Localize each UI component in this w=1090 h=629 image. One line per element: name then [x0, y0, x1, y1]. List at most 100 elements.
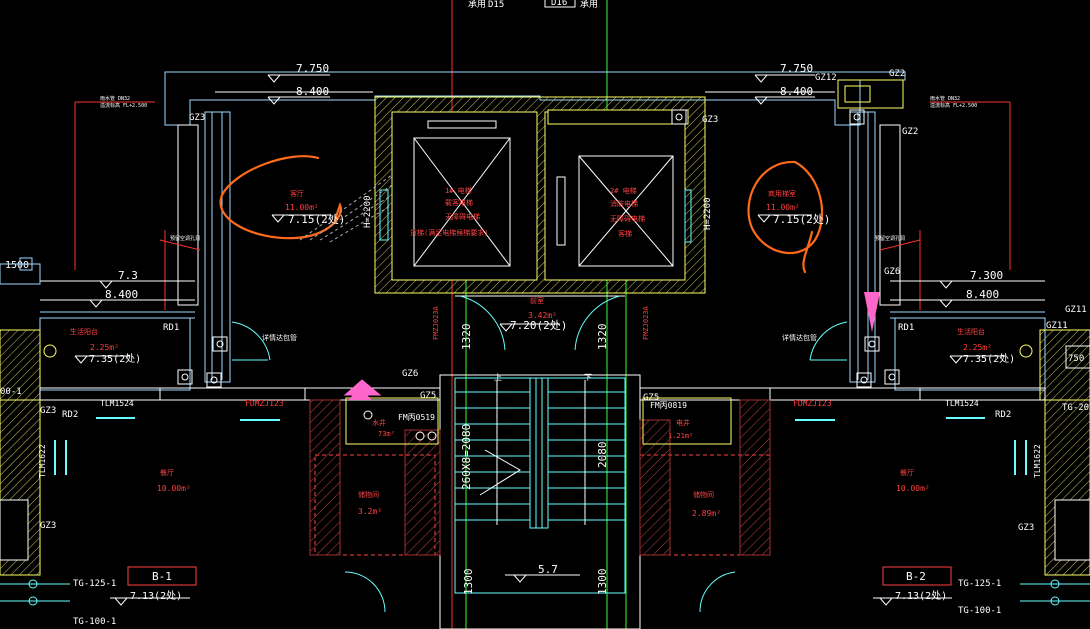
- elevation-top-left-1-text: 7.750: [296, 62, 329, 75]
- b1-tag: B-1 7.13(2处): [110, 566, 197, 606]
- gz6-right-label: GZ6: [884, 267, 900, 277]
- top-label-d16: D16: [551, 0, 567, 8]
- orange-markup-left: [219, 155, 343, 240]
- right-balcony: 生活阳台 2.25m² 7.35(2处) 750: [894, 317, 1090, 401]
- lower-walls: [39, 387, 1046, 401]
- door-arcs: [231, 321, 848, 361]
- stair-down-label: 下: [584, 373, 592, 382]
- b1-level: 7.13(2处): [130, 590, 182, 602]
- right-small-room: 储物间 2.89m²: [639, 399, 771, 556]
- gz5-left-label: GZ5: [420, 391, 436, 401]
- top-label-d15: D15: [488, 0, 504, 10]
- pipe-right-text: 详情达包管: [782, 333, 817, 342]
- elevation-top-right-2-text: 8.400: [780, 85, 813, 98]
- fm-right: FM丙0819: [650, 401, 687, 410]
- top-label-left: 承用: [468, 0, 486, 10]
- elevator1-label-2: 载客电梯: [445, 198, 473, 207]
- pink-marker-right: [864, 292, 880, 332]
- stair-up-label: 上: [494, 373, 502, 382]
- note-right-mid: 预留空调孔洞: [875, 235, 905, 242]
- gz2-label-b: GZ2: [902, 127, 918, 137]
- stair-spec-text: 260X8=2080: [460, 424, 473, 490]
- tg100-left: TG-100-1: [73, 617, 116, 627]
- power-room-area: 1.21m²: [668, 432, 693, 440]
- left-lobby-area: 10.00m²: [157, 484, 191, 493]
- stair-bottom-elevation: 5.7: [538, 563, 558, 576]
- pipe-note-left-1: 雨水管 DN32: [100, 95, 130, 102]
- power-room: FM丙0819 电井 1.21m²: [642, 397, 732, 445]
- gz3-left-low-label: GZ3: [40, 521, 56, 531]
- lower-door-arcs: [344, 571, 736, 613]
- tg100-right: TG-100-1: [958, 606, 1001, 616]
- b2-tag: B-2 7.13(2处): [873, 566, 952, 606]
- rd2-left: RD2: [62, 410, 78, 420]
- left-balcony-area: 2.25m²: [90, 343, 119, 352]
- gz3-right-low-label: GZ3: [1018, 523, 1034, 533]
- stair-core: 上 下 260X8=2080 2080 1300 1300 5.7: [439, 373, 641, 629]
- tg125-left: TG-125-1: [73, 579, 116, 589]
- gz2-label-a: GZ2: [889, 69, 905, 79]
- pipe-note-right-2: 溢流标高 FL+2.500: [930, 102, 977, 109]
- top-label-box: [544, 0, 576, 8]
- elevator2-label-4: 客梯: [618, 229, 632, 238]
- dim-1320-left: 1320: [460, 324, 473, 351]
- tg20-right: TG-20: [1062, 403, 1089, 413]
- fm-left: FM丙0519: [398, 413, 435, 422]
- elevation-top-left-2-text: 8.400: [296, 85, 329, 98]
- dashed-stair-lines: [299, 174, 393, 243]
- cyan-window-ticks: [54, 417, 1027, 475]
- right-hall-area: 11.00m²: [766, 203, 800, 212]
- stair-landing: 前室 3.42m² 7.20(2处) 1320 1320 FMZJ023A FM…: [432, 295, 650, 351]
- column-markers: [177, 109, 900, 388]
- elevation-mid-left: 1500 7.3 8.400: [0, 257, 195, 308]
- dim-1300-left: 1300: [462, 569, 475, 596]
- right-lobby-area: 10.00m²: [896, 484, 930, 493]
- landing-area: 3.42m²: [528, 311, 557, 320]
- left-column-cut: [0, 499, 29, 561]
- right-hall-name: 商用梯室: [768, 189, 796, 198]
- elevation-mid-right-2: 8.400: [966, 288, 999, 301]
- tlm1524-left: TLM1524: [100, 399, 134, 408]
- left-balcony-name: 生活阳台: [70, 327, 98, 336]
- dim-1300-right: 1300: [596, 569, 609, 596]
- elevation-mid-right-1: 7.300: [970, 269, 1003, 282]
- tg-right: TG-125-1 TG-100-1 TG-20: [958, 403, 1090, 616]
- elevation-mid-left-1: 7.3: [118, 269, 138, 282]
- elevator-core: 1# 电梯 载客电梯 无障碍电梯 货梯(满足电梯候梯要求) 2# 电梯 消防电梯…: [363, 96, 713, 294]
- right-upper-room: [849, 111, 901, 383]
- tg-left: TG-125-1 TG-100-1: [0, 579, 116, 627]
- rd1-left: RD1: [163, 323, 179, 333]
- water-room-name: 水井: [372, 418, 386, 427]
- left-balcony-level: 7.35(2处): [89, 353, 141, 365]
- b2-level: 7.13(2处): [895, 590, 947, 602]
- pipe-left-text: 详情达包管: [262, 333, 297, 342]
- stair-2080-text: 2080: [596, 442, 609, 469]
- gz6-left-label: GZ6: [402, 369, 418, 379]
- top-label-right: 承用: [580, 0, 598, 10]
- right-hall-level: 7.15(2处): [773, 213, 830, 226]
- tg125-right: TG-125-1: [958, 579, 1001, 589]
- left-hall-level: 7.15(2处): [288, 213, 345, 226]
- right-balcony-name: 生活阳台: [957, 327, 985, 336]
- right-column-cut: [1054, 499, 1090, 561]
- right-balcony-area: 2.25m²: [963, 343, 992, 352]
- landing-name: 前室: [530, 296, 544, 305]
- elevation-top-right-1-text: 7.750: [780, 62, 813, 75]
- h2200-left-text: H=2200: [363, 195, 373, 228]
- gz3-left-mid-label: GZ3: [40, 406, 56, 416]
- gz3-left-top: GZ3: [189, 113, 205, 123]
- gz11-label-2: GZ11: [1065, 305, 1087, 315]
- left-small-room: 储物间 3.2m²: [309, 399, 441, 556]
- gz11-label: GZ11: [1046, 321, 1068, 331]
- gz3-center: GZ3: [702, 115, 718, 125]
- red-leader-lines: [74, 101, 1011, 310]
- dim-1320-right: 1320: [596, 324, 609, 351]
- elevator1-label-3: 无障碍电梯: [445, 212, 480, 221]
- left-hall-name: 客厅: [290, 189, 304, 198]
- b1-text: B-1: [152, 570, 172, 583]
- pipe-note-left-2: 溢流标高 FL+2.500: [100, 102, 147, 109]
- left-lobby-name: 餐厅: [160, 468, 174, 477]
- tlm1524-right: TLM1524: [945, 399, 979, 408]
- elevator2-label-3: 无障碍电梯: [610, 214, 645, 223]
